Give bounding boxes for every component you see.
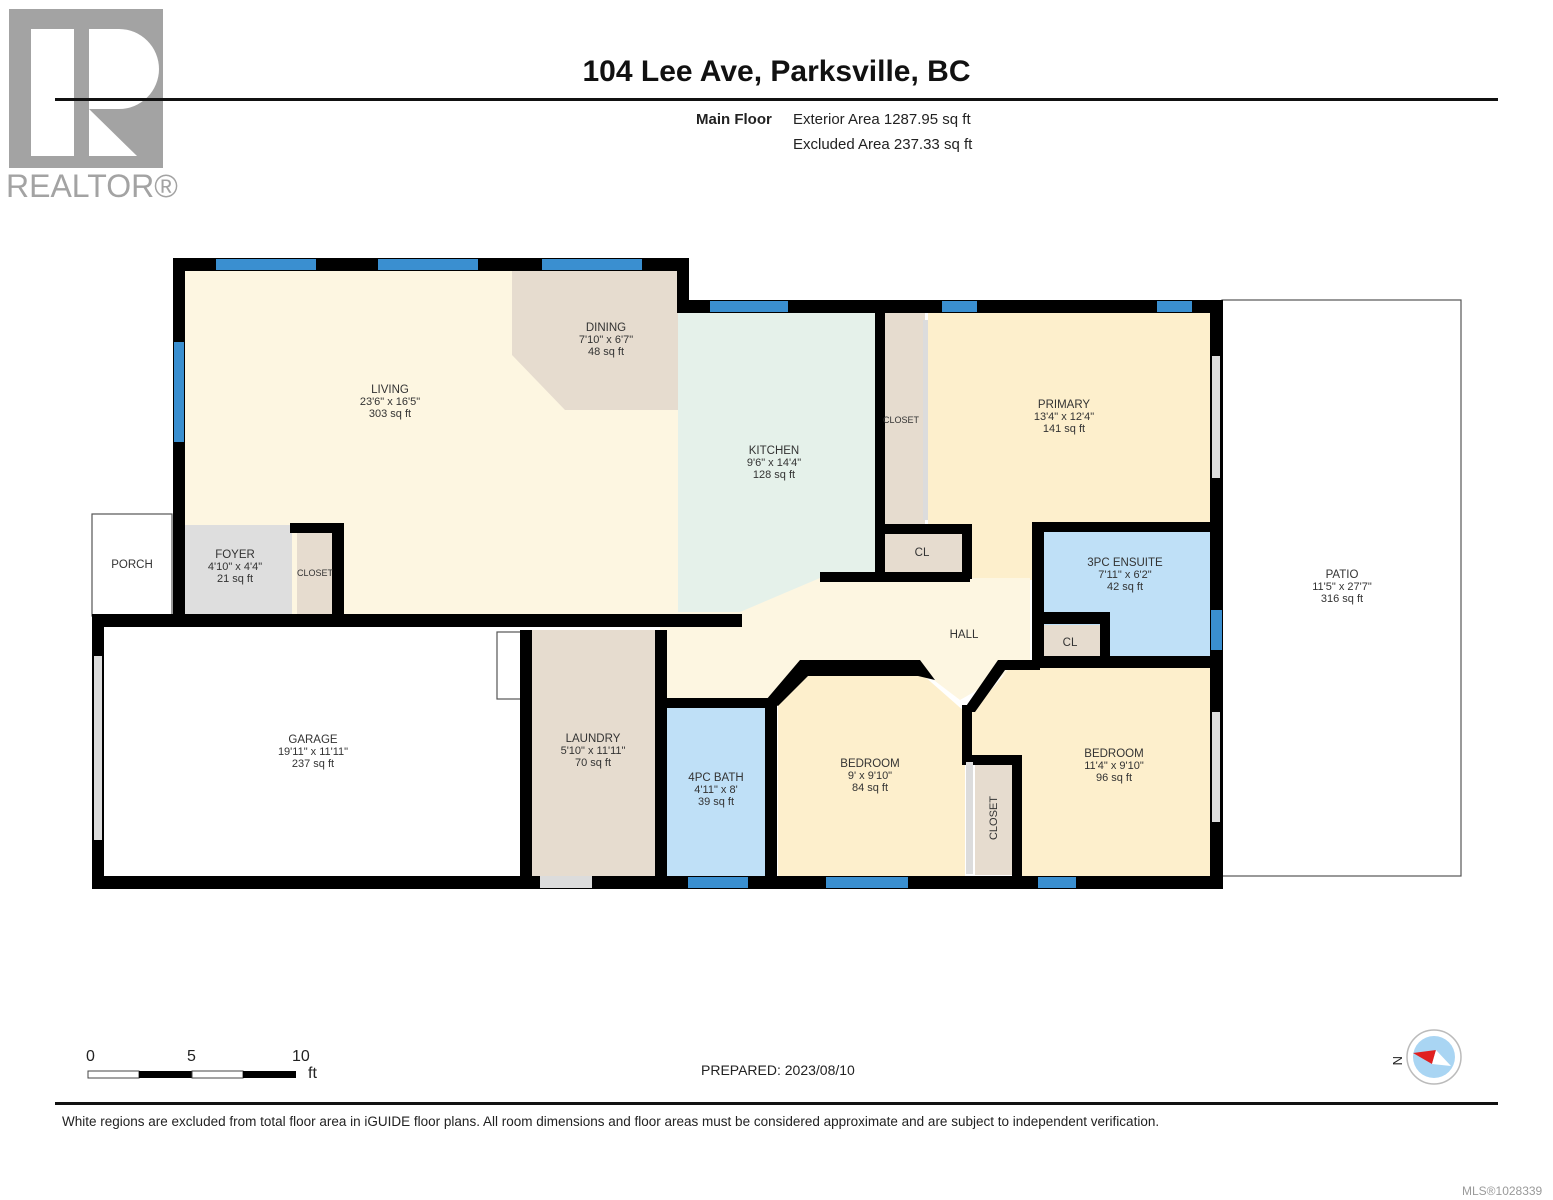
room-name: PATIO (1325, 569, 1359, 581)
windows (174, 259, 1222, 888)
dining-fill (512, 270, 678, 410)
room-name: DINING (585, 322, 627, 334)
exterior-area: Exterior Area 1287.95 sq ft (793, 111, 971, 128)
room-name: LIVING (371, 384, 409, 396)
compass-north-icon: N (1390, 1029, 1462, 1085)
laundry-fill (530, 630, 658, 880)
room-dims: 19'11" x 11'11" (277, 746, 349, 758)
excluded-area: Excluded Area 237.33 sq ft (793, 136, 973, 153)
svg-text:N: N (1390, 1056, 1405, 1065)
bath-fill (665, 705, 765, 880)
room-area: 96 sq ft (1095, 772, 1133, 784)
disclaimer-text: White regions are excluded from total fl… (62, 1114, 1160, 1129)
scale-bar (87, 1070, 296, 1079)
room-dining[interactable]: DINING 7'10" x 6'7" 48 sq ft (579, 322, 633, 358)
scale-unit: ft (308, 1065, 317, 1082)
room-area: 70 sq ft (574, 757, 612, 769)
room-name: GARAGE (288, 734, 338, 746)
room-area: 84 sq ft (851, 782, 889, 794)
hall-cl-label: CL (914, 547, 930, 559)
bedroom2-fill (972, 668, 1213, 880)
bed-cl-fill (1042, 625, 1102, 660)
foyer-closet-fill (297, 533, 337, 615)
room-name: BEDROOM (840, 758, 900, 770)
hall-label: HALL (949, 629, 979, 641)
room-fills (182, 270, 1213, 880)
realtor-logo (9, 9, 163, 168)
primary-closet-fill (880, 312, 925, 527)
room-dims: 23'6" x 16'5" (359, 396, 421, 408)
room-dims: 11'5" x 27'7" (1312, 581, 1372, 593)
room-3pc-ensuite[interactable]: 3PC ENSUITE 7'11" x 6'2" 42 sq ft (1087, 557, 1162, 593)
room-area: 141 sq ft (1042, 423, 1086, 435)
room-area: 303 sq ft (368, 408, 412, 420)
room-laundry[interactable]: LAUNDRY 5'10" x 11'11" 70 sq ft (561, 733, 626, 769)
bed-closet-fill (975, 762, 1015, 875)
room-primary[interactable]: PRIMARY 13'4" x 12'4" 141 sq ft (1034, 399, 1094, 435)
bed-closet-label: CLOSET (988, 795, 1000, 841)
room-dims: 11'4" x 9'10" (1084, 760, 1144, 772)
foyer-fill (182, 525, 292, 615)
title-divider (55, 98, 1498, 101)
room-area: 39 sq ft (697, 796, 735, 808)
room-area: 237 sq ft (291, 758, 335, 770)
room-dims: 7'11" x 6'2" (1098, 569, 1152, 581)
room-name: FOYER (215, 549, 255, 561)
openings (94, 320, 1220, 888)
room-area: 128 sq ft (752, 469, 796, 481)
room-dims: 4'10" x 4'4" (207, 561, 263, 573)
footer-divider (55, 1102, 1498, 1105)
room-name: 3PC ENSUITE (1087, 557, 1163, 569)
mls-number: MLS®1028339 (1462, 1184, 1543, 1198)
room-dims: 9'6" x 14'4" (746, 457, 802, 469)
scale-tick-10: 10 (292, 1048, 310, 1065)
bedroom1-fill (778, 668, 965, 880)
floor-label: Main Floor (696, 111, 772, 128)
scale-tick-5: 5 (187, 1048, 196, 1065)
room-kitchen[interactable]: KITCHEN 9'6" x 14'4" 128 sq ft (747, 445, 801, 481)
room-dims: 13'4" x 12'4" (1033, 411, 1095, 423)
page-title: 104 Lee Ave, Parksville, BC (582, 55, 971, 88)
kitchen-fill (678, 312, 875, 612)
foyer-closet-label: CLOSET (296, 568, 334, 578)
hall-fill (660, 578, 1030, 700)
room-patio[interactable]: PATIO 11'5" x 27'7" 316 sq ft (1312, 569, 1372, 605)
room-foyer[interactable]: FOYER 4'10" x 4'4" 21 sq ft (208, 549, 262, 585)
room-area: 21 sq ft (216, 573, 254, 585)
room-bedroom-2[interactable]: BEDROOM 11'4" x 9'10" 96 sq ft (1084, 748, 1144, 784)
room-name: 4PC BATH (688, 772, 744, 784)
hall-cl-fill (880, 532, 965, 572)
room-garage[interactable]: GARAGE 19'11" x 11'11" 237 sq ft (278, 734, 348, 770)
room-name: BEDROOM (1084, 748, 1144, 760)
realtor-r-icon (31, 29, 159, 156)
bed-cl-label: CL (1062, 637, 1078, 649)
room-dims: 4'11" x 8' (694, 784, 738, 796)
room-name: PRIMARY (1037, 399, 1091, 411)
primary-closet-label: CLOSET (882, 415, 920, 425)
scale-tick-0: 0 (86, 1048, 95, 1065)
room-area: 48 sq ft (587, 346, 625, 358)
realtor-logo-text: REALTOR® (6, 168, 178, 204)
room-area: 42 sq ft (1106, 581, 1144, 593)
room-living[interactable]: LIVING 23'6" x 16'5" 303 sq ft (360, 384, 420, 420)
prepared-date: PREPARED: 2023/08/10 (701, 1062, 855, 1078)
room-name: KITCHEN (748, 445, 800, 457)
room-dims: 5'10" x 11'11" (560, 745, 626, 757)
room-area: 316 sq ft (1320, 593, 1364, 605)
room-bedroom-1[interactable]: BEDROOM 9' x 9'10" 84 sq ft (840, 758, 899, 794)
room-4pc-bath[interactable]: 4PC BATH 4'11" x 8' 39 sq ft (688, 772, 743, 808)
room-dims: 7'10" x 6'7" (578, 334, 634, 346)
room-name: LAUNDRY (565, 733, 621, 745)
porch-label: PORCH (111, 559, 153, 571)
room-dims: 9' x 9'10" (847, 770, 893, 782)
